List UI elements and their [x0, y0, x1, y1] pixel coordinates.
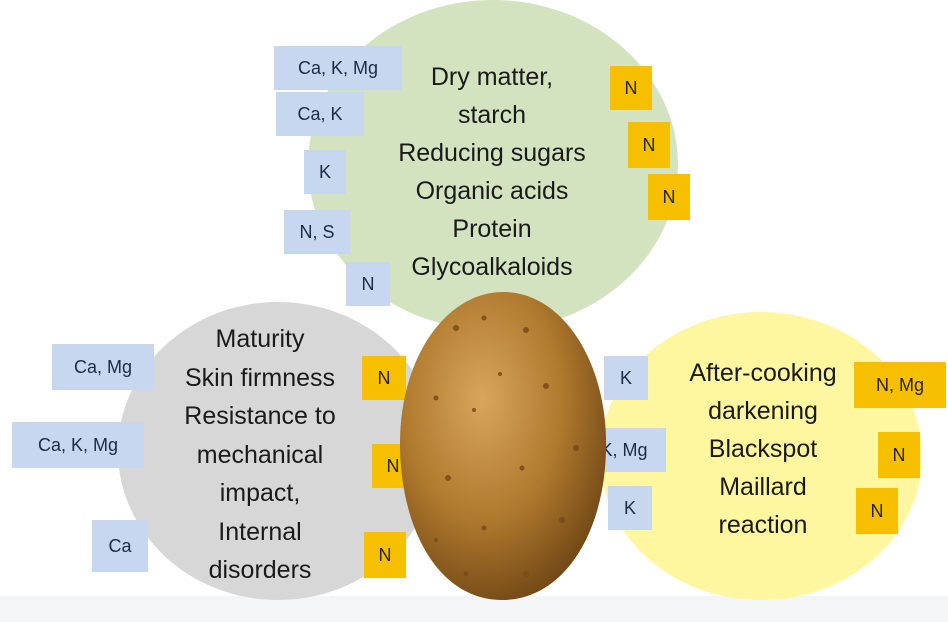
nutrient-tag: Ca, K — [276, 92, 364, 136]
nutrient-tag: N — [878, 432, 920, 478]
top-line: Reducing sugars — [372, 134, 612, 172]
top-line: Protein — [372, 210, 612, 248]
left-line: disorders — [160, 551, 360, 590]
top-line: Dry matter, — [372, 58, 612, 96]
left-line: Internal — [160, 513, 360, 552]
right-line: Blackspot — [648, 430, 878, 468]
nutrient-tag: N — [628, 122, 670, 168]
left-line: Maturity — [160, 320, 360, 359]
left-line: Skin firmness — [160, 359, 360, 398]
right-line: reaction — [648, 506, 878, 544]
top-line: starch — [372, 96, 612, 134]
nutrient-tag: K — [304, 150, 346, 194]
nutrient-tag: Ca, K, Mg — [274, 46, 402, 90]
top-circle-text: Dry matter, starch Reducing sugars Organ… — [372, 58, 612, 286]
nutrient-tag: Ca, Mg — [52, 344, 154, 390]
top-line: Organic acids — [372, 172, 612, 210]
right-line: darkening — [648, 392, 878, 430]
right-circle-text: After-cooking darkening Blackspot Mailla… — [648, 354, 878, 544]
left-line: Resistance to — [160, 397, 360, 436]
nutrient-tag: N — [856, 488, 898, 534]
left-circle-text: Maturity Skin firmness Resistance to mec… — [160, 320, 360, 590]
right-line: After-cooking — [648, 354, 878, 392]
left-line: impact, — [160, 474, 360, 513]
left-line: mechanical — [160, 436, 360, 475]
nutrient-tag: K — [604, 356, 648, 400]
nutrient-tag: N — [610, 66, 652, 110]
top-line: Glycoalkaloids — [372, 248, 612, 286]
nutrient-tag: N — [648, 174, 690, 220]
potato-icon — [396, 288, 610, 604]
nutrient-tag: N, Mg — [854, 362, 946, 408]
nutrient-tag: Ca — [92, 520, 148, 572]
nutrient-tag: Ca, K, Mg — [12, 422, 144, 468]
nutrient-tag: N, S — [284, 210, 350, 254]
nutrient-tag: N — [346, 262, 390, 306]
right-line: Maillard — [648, 468, 878, 506]
nutrient-tag: K — [608, 486, 652, 530]
